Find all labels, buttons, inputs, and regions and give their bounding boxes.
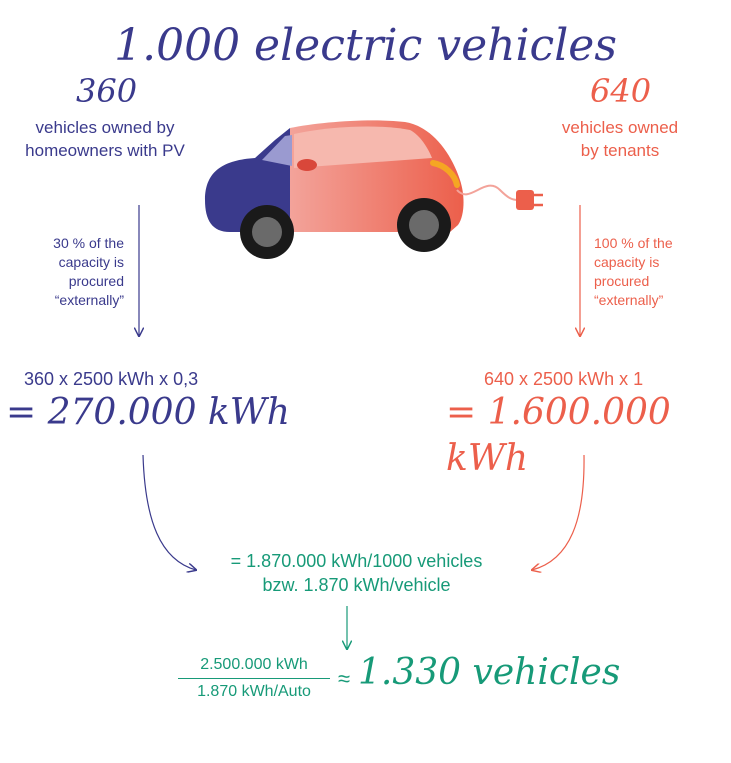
fraction-numerator: 2.500.000 kWh [178,656,330,679]
homeowner-description-line: vehicles owned by [35,118,175,137]
homeowner-note-line: 30 % of the [53,235,124,251]
tenant-note-line: procured [594,273,650,289]
tenant-note-line: 100 % of the [594,235,673,251]
homeowner-count: 360 [76,72,138,110]
homeowner-result: = 270.000 kWh [6,392,290,433]
final-fraction: 2.500.000 kWh 1.870 kWh/Auto [178,656,330,701]
left-curved-arrow [142,454,196,570]
sum-per-vehicle: bzw. 1.870 kWh/vehicle [262,575,451,595]
tenant-note-line: capacity is [594,254,660,270]
tenant-note-line: “externally” [594,292,664,308]
tenant-description: vehicles owned by tenants [540,116,700,162]
approx-sign: ≈ [338,666,351,691]
right-curved-arrow [532,454,585,570]
homeowner-note-line: capacity is [58,254,124,270]
plug-icon [456,184,543,210]
homeowner-description-line: homeowners with PV [25,141,185,160]
homeowner-description: vehicles owned by homeowners with PV [10,116,200,162]
homeowner-note: 30 % of the capacity is procured “extern… [22,234,124,310]
tenant-count: 640 [590,72,652,110]
final-result: 1.330 vehicles [358,652,621,693]
tenant-result: = 1.600.000 kWh [446,392,671,479]
tenant-formula: 640 x 2500 kWh x 1 [484,369,644,389]
sum-total: = 1.870.000 kWh/1000 vehicles [230,551,483,571]
homeowner-formula: 360 x 2500 kWh x 0,3 [24,369,199,389]
homeowner-note-line: “externally” [54,292,124,308]
fraction-denominator: 1.870 kWh/Auto [197,683,311,700]
tenant-note: 100 % of the capacity is procured “exter… [594,234,714,310]
tenant-description-line: by tenants [580,141,660,160]
page-title: 1.000 electric vehicles [114,20,617,71]
homeowner-note-line: procured [68,273,124,289]
tenant-description-line: vehicles owned [561,118,679,137]
electric-car-icon [205,120,464,259]
